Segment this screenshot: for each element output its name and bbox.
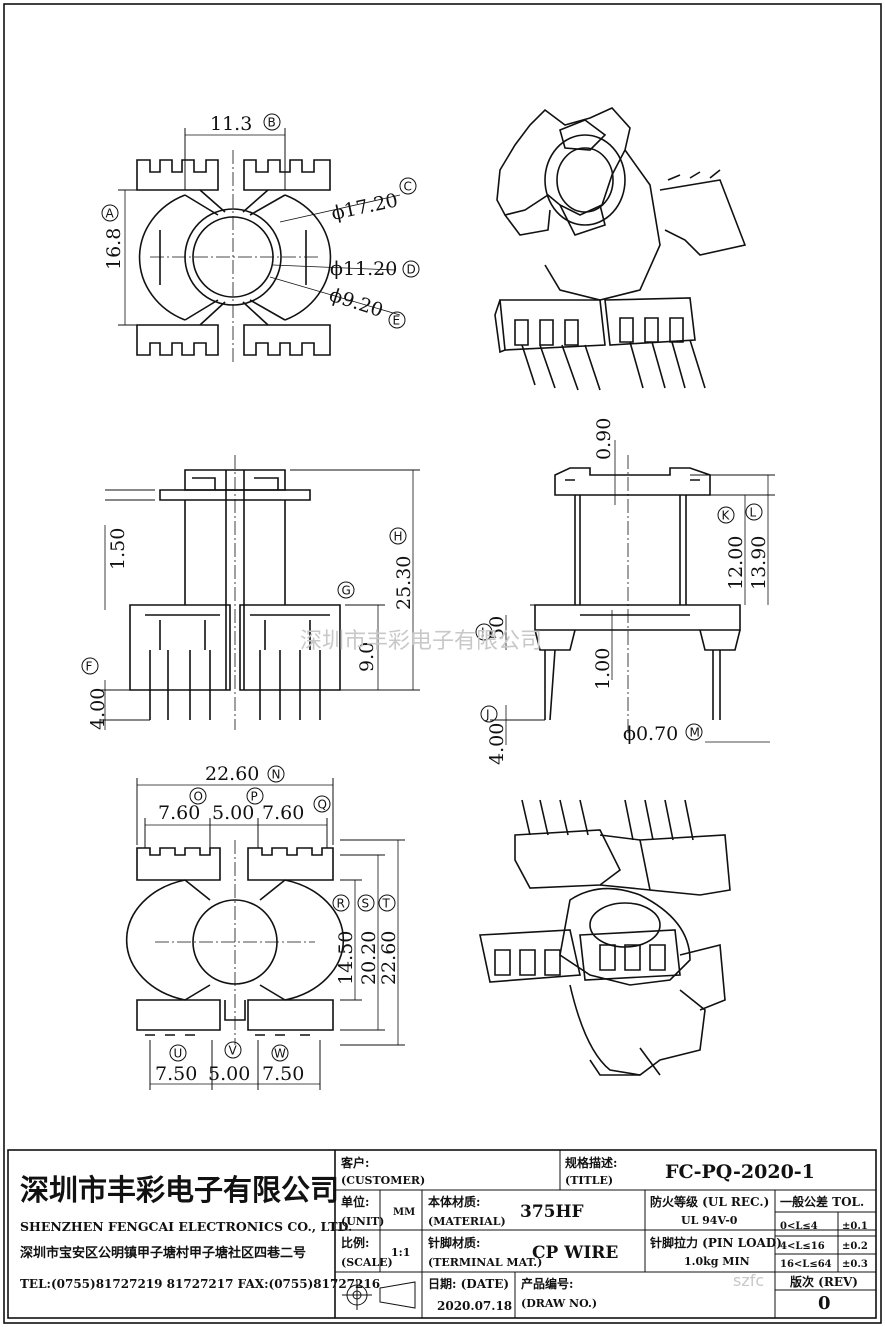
drawno-label: 产品编号:	[521, 1276, 573, 1291]
front-view	[100, 455, 420, 730]
label-r: R	[337, 897, 345, 911]
dim-d2: ϕ11.20	[330, 258, 397, 280]
dim-base: 9.0	[356, 642, 378, 672]
label-e: E	[393, 314, 401, 328]
label-u: U	[174, 1047, 183, 1061]
label-w: W	[274, 1047, 286, 1061]
dim-bottom-b1: 7.50	[155, 1063, 197, 1085]
terminal-value: CP WIRE	[532, 1243, 618, 1263]
ul-value: UL 94V-0	[681, 1214, 738, 1227]
label-m: M	[690, 726, 700, 740]
dim-bottom-h3: 22.60	[378, 931, 400, 985]
company-name-en: SHENZHEN FENGCAI ELECTRONICS CO., LTD.	[20, 1219, 352, 1234]
label-c: C	[404, 180, 412, 194]
dim-side-pin: 4.00	[486, 723, 508, 765]
watermark: 深圳市丰彩电子有限公司	[300, 629, 542, 654]
scale-value: 1:1	[391, 1246, 410, 1259]
spec-label: 规格描述:	[565, 1155, 617, 1170]
label-j: J	[485, 708, 490, 722]
label-l: L	[750, 506, 757, 520]
date-value: 2020.07.18	[437, 1299, 512, 1313]
terminal-label-en: (TERMINAL MAT.)	[428, 1256, 542, 1269]
terminal-label: 针脚材质:	[428, 1235, 480, 1250]
dim-side-s2: 1.00	[592, 648, 614, 690]
dim-front-pin: 4.00	[87, 688, 109, 730]
tol-range-2: 4<L≤16	[780, 1241, 825, 1252]
label-a: A	[106, 207, 115, 221]
tol-value-1: ±0.1	[842, 1221, 868, 1232]
label-o: O	[194, 790, 203, 804]
dim-side-h2: 13.90	[748, 536, 770, 590]
dim-pin-dia: ϕ0.70	[623, 723, 678, 745]
company-contact: TEL:(0755)81727219 81727217 FAX:(0755)81…	[20, 1277, 380, 1291]
dim-bottom-p1: 7.60	[158, 802, 200, 824]
tol-range-1: 0<L≤4	[780, 1221, 818, 1232]
company-name-cn: 深圳市丰彩电子有限公司	[20, 1173, 339, 1207]
label-t: T	[382, 897, 391, 911]
dim-bottom-h2: 20.20	[358, 931, 380, 985]
dim-d3: ϕ9.20	[326, 284, 385, 322]
material-label-en: (MATERIAL)	[428, 1215, 506, 1228]
label-g: G	[342, 584, 351, 598]
label-f: F	[86, 660, 93, 674]
dim-bottom-b2: 5.00	[208, 1063, 250, 1085]
tol-value-3: ±0.3	[842, 1259, 868, 1270]
ul-label: 防火等级 (UL REC.)	[650, 1194, 769, 1209]
dim-bottom-h1: 14.50	[335, 931, 357, 985]
material-value: 375HF	[520, 1202, 584, 1222]
dim-d1: ϕ17.20	[329, 189, 399, 225]
dim-bottom-p3: 7.60	[262, 802, 304, 824]
dim-side-h1: 12.00	[725, 536, 747, 590]
material-label: 本体材质:	[428, 1194, 480, 1209]
dim-bottom-overall: 22.60	[205, 763, 259, 785]
site-watermark: szfc	[733, 1271, 764, 1290]
label-s: S	[362, 897, 370, 911]
sheet-border	[3, 3, 882, 1324]
label-n: N	[272, 768, 281, 782]
customer-label: 客户:	[340, 1155, 369, 1170]
scale-label: 比例:	[341, 1235, 369, 1250]
label-q: Q	[318, 798, 327, 812]
dim-front-height: 25.30	[393, 556, 415, 610]
dim-top-width: 11.3	[210, 113, 252, 135]
tol-label: 一般公差 TOL.	[780, 1194, 864, 1209]
label-k: K	[722, 509, 731, 523]
label-p: P	[251, 790, 258, 804]
tol-range-3: 16<L≤64	[780, 1259, 832, 1270]
isometric-view-top	[494, 107, 747, 391]
title-value: FC-PQ-2020-1	[665, 1161, 815, 1183]
pin-load-value: 1.0kg MIN	[684, 1255, 750, 1268]
dim-bottom-b3: 7.50	[262, 1063, 304, 1085]
label-i: I	[481, 626, 485, 640]
label-v: V	[229, 1044, 238, 1058]
unit-label: 单位:	[341, 1194, 369, 1209]
top-view	[118, 128, 401, 365]
drawno-label-en: (DRAW NO.)	[521, 1297, 597, 1310]
label-d: D	[407, 263, 416, 277]
bottom-view	[125, 778, 405, 1090]
unit-label-en: (UNIT)	[341, 1215, 384, 1228]
title-block	[7, 1149, 877, 1319]
date-label: 日期: (DATE)	[428, 1276, 509, 1291]
label-b: B	[268, 116, 276, 130]
rev-value: 0	[818, 1293, 831, 1314]
label-h: H	[394, 530, 403, 544]
customer-label-en: (CUSTOMER)	[341, 1174, 425, 1187]
side-view	[490, 440, 775, 745]
dim-flange: 1.50	[107, 528, 129, 570]
pin-load-label: 针脚拉力 (PIN LOAD)	[650, 1235, 782, 1250]
isometric-view-bottom	[479, 799, 731, 1076]
unit-value: MM	[393, 1207, 415, 1218]
scale-label-en: (SCALE)	[341, 1256, 393, 1269]
tol-value-2: ±0.2	[842, 1241, 868, 1252]
dim-side-top: 0.90	[593, 418, 615, 460]
dim-top-height: 16.8	[103, 228, 125, 270]
dim-bottom-p2: 5.00	[212, 802, 254, 824]
rev-label: 版次 (REV)	[790, 1274, 858, 1289]
company-address: 深圳市宝安区公明镇甲子塘村甲子塘社区四巷二号	[20, 1245, 306, 1261]
spec-label-en: (TITLE)	[565, 1174, 613, 1187]
